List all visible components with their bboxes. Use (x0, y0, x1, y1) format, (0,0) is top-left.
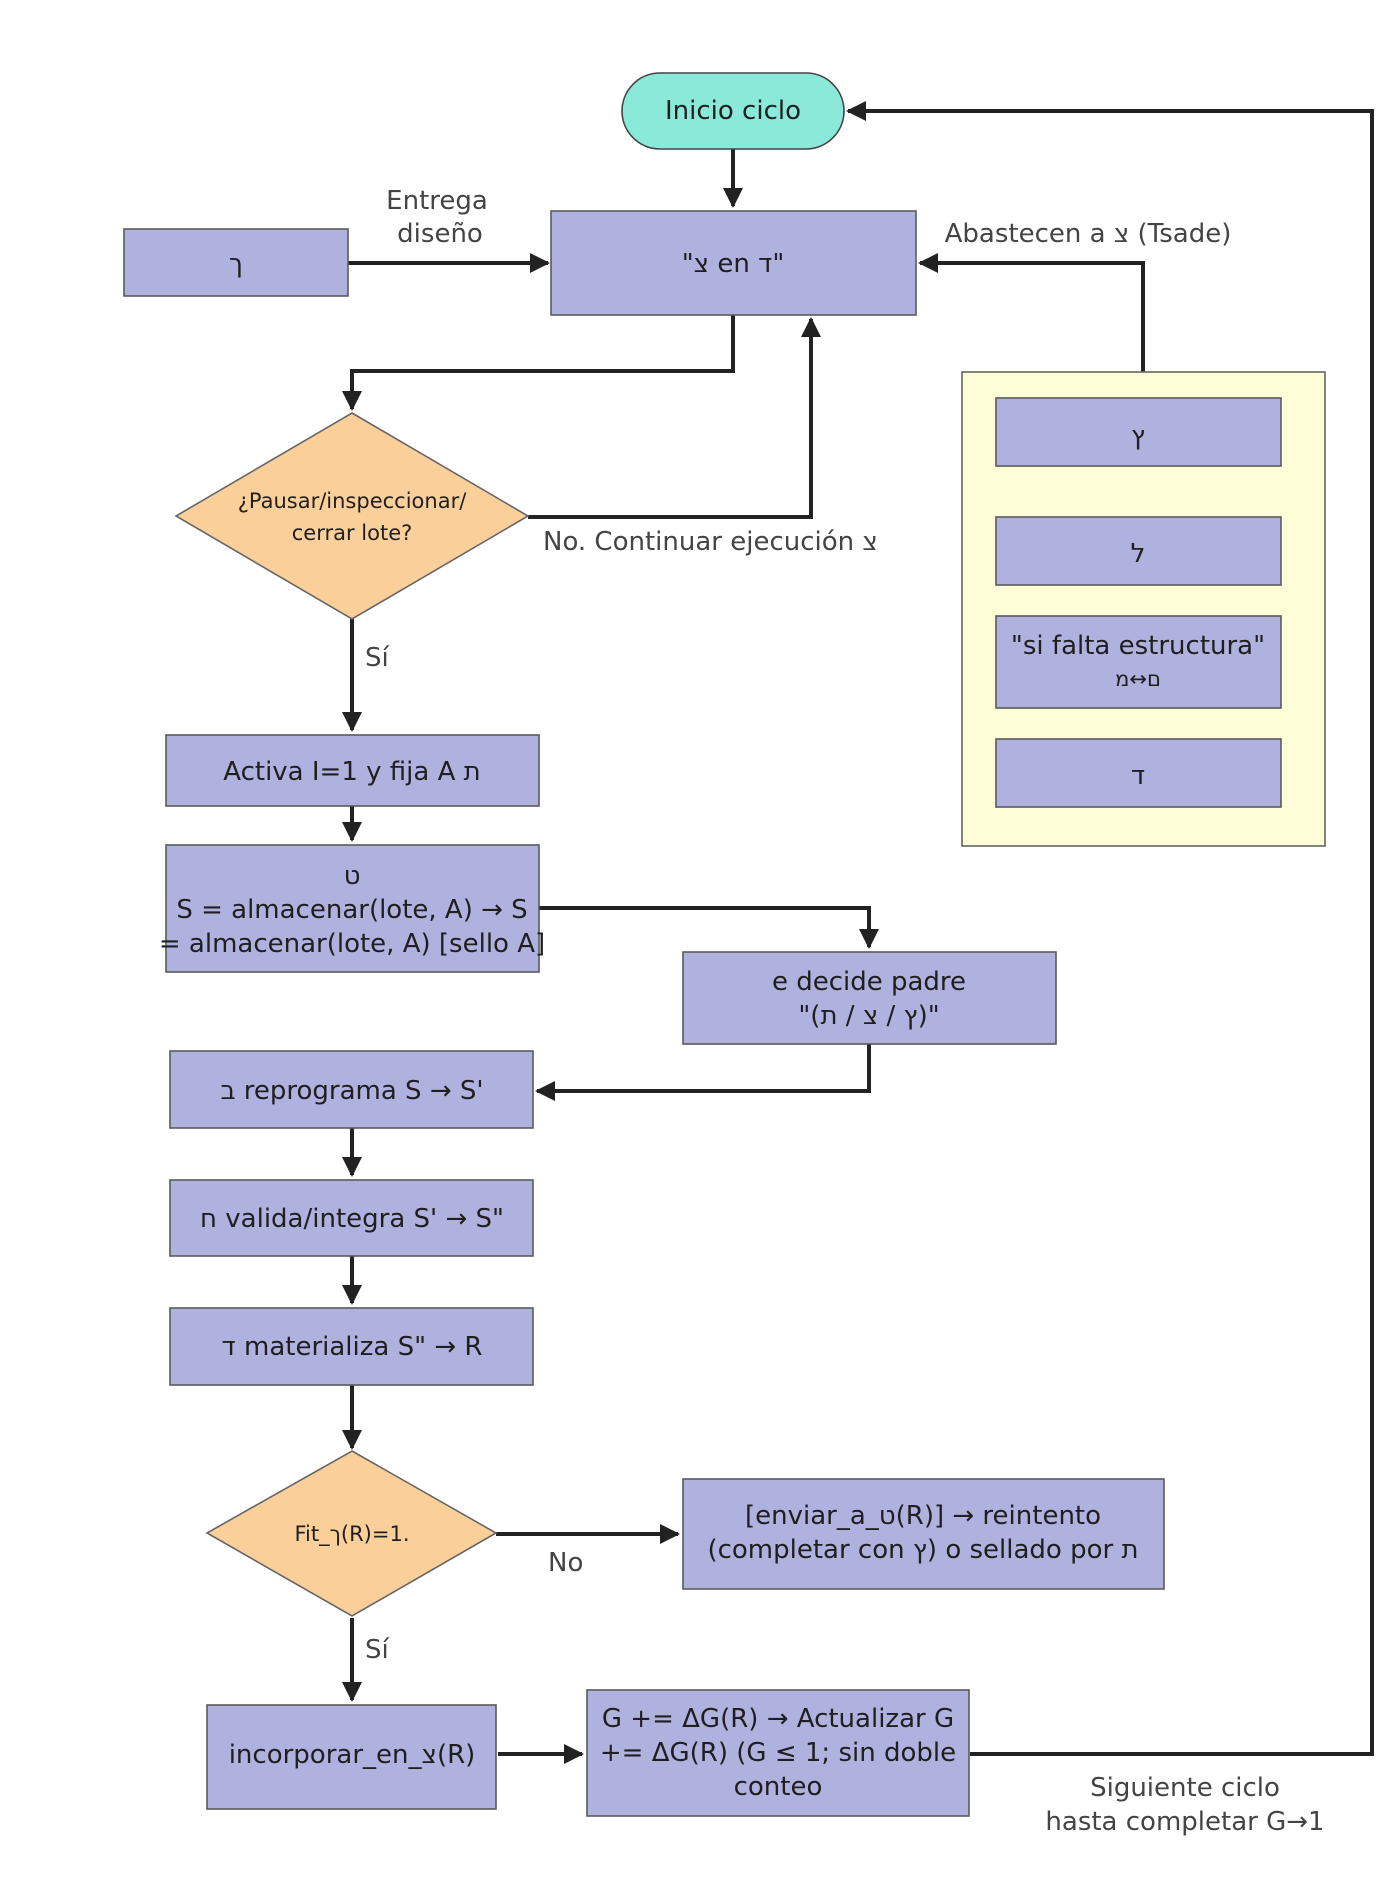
tet-line2: S = almacenar(lote, A) → S (176, 895, 527, 925)
activa-node: Activa I=1 y fija A ת (165, 734, 540, 807)
edge-center-to-decision1 (342, 315, 735, 411)
center-node: "צ en ד" (550, 210, 917, 316)
panel-item-lamed-label: ל (1131, 539, 1146, 569)
label-si-1: Sí (365, 643, 390, 673)
materializa-node: ד materializa S" → R (169, 1307, 534, 1386)
label-entrega-1: Entrega (386, 186, 488, 216)
reprograma-label: ב reprograma S → S' (220, 1076, 483, 1106)
resh-label: ך (229, 249, 243, 279)
resh-node: ך (123, 228, 349, 297)
label-entrega-2: diseño (397, 219, 483, 249)
decision-pause: ¿Pausar/inspeccionar/ cerrar lote? (174, 412, 530, 620)
panel-item-tsade-final (995, 397, 1282, 467)
actualizar-line1: G += ΔG(R) → Actualizar G (602, 1704, 954, 1734)
label-siguiente-1: Siguiente ciclo (1090, 1773, 1280, 1803)
actualizar-line2: += ΔG(R) (G ≤ 1; sin doble (600, 1738, 956, 1768)
panel-item-dalet-label: ד (1131, 761, 1145, 791)
actualizar-line3: conteo (734, 1772, 823, 1802)
enviar-node: [enviar_a_ט(R)] → reintento (completar c… (682, 1478, 1165, 1590)
valida-node: ח valida/integra S' → S" (169, 1179, 534, 1257)
valida-label: ח valida/integra S' → S" (200, 1204, 504, 1234)
reprograma-node: ב reprograma S → S' (169, 1050, 534, 1129)
decision-fit-label: Fit_ך(R)=1. (294, 1522, 409, 1547)
edge-decision1-no-loop (528, 317, 821, 519)
center-label: "צ en ד" (682, 249, 785, 279)
panel-item-structure-label: "si falta estructura" (1011, 631, 1265, 661)
label-siguiente-2: hasta completar G→1 (1045, 1807, 1324, 1837)
decision-fit: Fit_ך(R)=1. (205, 1450, 498, 1617)
decision-pause-line2: cerrar lote? (292, 521, 413, 545)
enviar-line2: (completar con ץ) o sellado por ת (707, 1535, 1138, 1565)
activa-label: Activa I=1 y fija A ת (223, 757, 480, 787)
edges (342, 101, 1374, 1764)
edge-actualizar-loop-to-start (846, 101, 1374, 1756)
label-no-continuar: No. Continuar ejecución צ (543, 527, 878, 557)
decide-padre-line1: e decide padre (772, 967, 966, 997)
label-si-2: Sí (365, 1635, 390, 1665)
incorporar-node: incorporar_en_צ(R) (206, 1704, 497, 1810)
panel-item-structure-sub: ם↔מ (1115, 667, 1161, 691)
decide-padre-node: e decide padre "(ץ / צ / ת)" (682, 951, 1057, 1045)
panel-item-tsade-final-label: ץ (1131, 421, 1145, 451)
supply-panel: ץ ל "si falta estructura" ם↔מ ד (961, 371, 1326, 847)
edge-panel-to-center (918, 253, 1145, 372)
edge-decide-to-reprograma (535, 1044, 871, 1101)
label-abastecen: Abastecen a צ (Tsade) (945, 219, 1232, 249)
panel-item-lamed (995, 516, 1282, 586)
enviar-line1: [enviar_a_ט(R)] → reintento (745, 1501, 1101, 1531)
incorporar-label: incorporar_en_צ(R) (229, 1740, 476, 1770)
label-no-2: No (548, 1548, 583, 1578)
tet-line3: = almacenar(lote, A) [sello A] (159, 929, 545, 959)
panel-item-dalet (995, 738, 1282, 808)
edge-tet-to-decide (539, 906, 879, 949)
actualizar-node: G += ΔG(R) → Actualizar G += ΔG(R) (G ≤ … (586, 1689, 970, 1817)
start-label: Inicio ciclo (665, 96, 801, 126)
edge-labels: Entrega diseño Abastecen a צ (Tsade) No.… (365, 186, 1325, 1837)
tet-line1: ט (344, 861, 361, 891)
decide-padre-line2: "(ץ / צ / ת)" (798, 1001, 939, 1031)
tet-node: ט S = almacenar(lote, A) → S = almacenar… (159, 844, 545, 973)
start-terminal: Inicio ciclo (621, 72, 845, 150)
panel-item-structure (995, 615, 1282, 709)
materializa-label: ד materializa S" → R (222, 1332, 483, 1362)
decision-pause-line1: ¿Pausar/inspeccionar/ (238, 489, 467, 513)
